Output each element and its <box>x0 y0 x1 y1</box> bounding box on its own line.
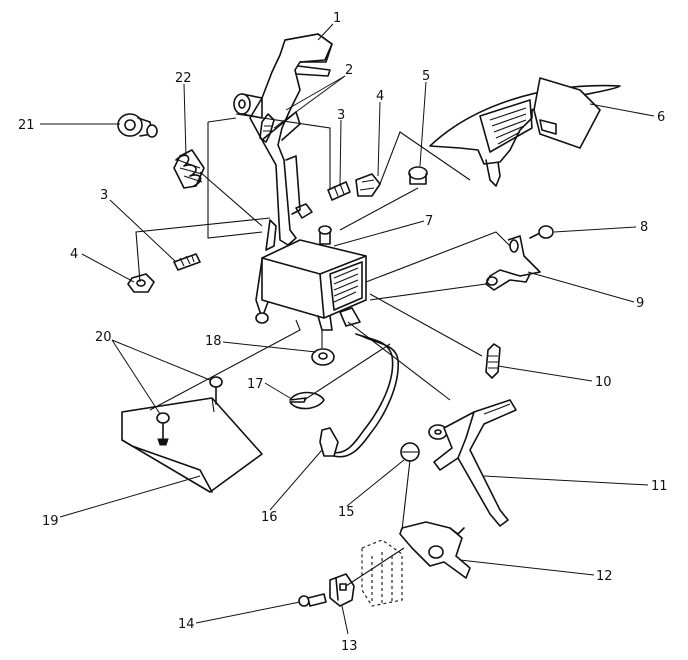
part-4-lower-nut <box>127 273 155 293</box>
callout-20: 20 <box>95 330 112 345</box>
part-12-plate <box>399 521 471 579</box>
part-10-spring <box>485 343 501 379</box>
callout-18: 18 <box>205 334 222 349</box>
callout-11: 11 <box>651 479 668 494</box>
assembly-reference-lines <box>135 113 511 587</box>
part-17-e-clip <box>289 391 325 410</box>
callout-1: 1 <box>333 11 341 26</box>
leader-lines <box>40 23 655 635</box>
callout-16: 16 <box>261 510 278 525</box>
part-11-actuating-lever <box>428 399 517 527</box>
callout-5: 5 <box>422 69 430 84</box>
callout-17: 17 <box>247 377 264 392</box>
part-8-screw <box>529 225 554 239</box>
callout-10: 10 <box>595 375 612 390</box>
callout-2: 2 <box>345 63 353 78</box>
callout-labels: 1 2 3 4 5 6 7 8 9 10 11 12 13 14 15 16 1… <box>18 11 668 654</box>
part-14-screw <box>298 593 327 607</box>
callout-21: 21 <box>18 118 35 133</box>
callout-4-lower: 4 <box>70 247 78 262</box>
callout-12: 12 <box>596 569 613 584</box>
part-22-coil-spring <box>173 149 205 189</box>
callout-7: 7 <box>425 214 433 229</box>
callout-3-upper: 3 <box>337 108 345 123</box>
part-19-plate <box>121 397 263 493</box>
part-6-upper-cover <box>429 77 621 187</box>
part-3-upper-pin <box>327 181 351 201</box>
part-13-small-bracket <box>329 573 355 607</box>
callout-3-lower: 3 <box>100 188 108 203</box>
part-15-knob <box>400 442 420 462</box>
part-7-switch-housing <box>255 203 367 331</box>
callout-15: 15 <box>338 505 355 520</box>
callout-6: 6 <box>657 110 665 125</box>
part-21-knob <box>117 113 158 138</box>
part-18-washer <box>311 348 335 366</box>
part-9-bracket <box>485 235 541 291</box>
callout-4-upper: 4 <box>376 89 384 104</box>
dashed-reference-outline <box>361 539 403 607</box>
part-20-screws <box>156 376 223 446</box>
callout-13: 13 <box>341 639 358 654</box>
callout-22: 22 <box>175 71 192 86</box>
part-3-lower-pin <box>173 253 201 271</box>
part-1-lever-bracket <box>233 33 333 246</box>
part-2-spring-link <box>259 113 275 143</box>
callout-19: 19 <box>42 514 59 529</box>
callout-9: 9 <box>636 296 644 311</box>
callout-14: 14 <box>178 617 195 632</box>
part-5-button <box>408 166 428 185</box>
callout-8: 8 <box>640 220 648 235</box>
part-4-upper-nut <box>355 173 381 197</box>
